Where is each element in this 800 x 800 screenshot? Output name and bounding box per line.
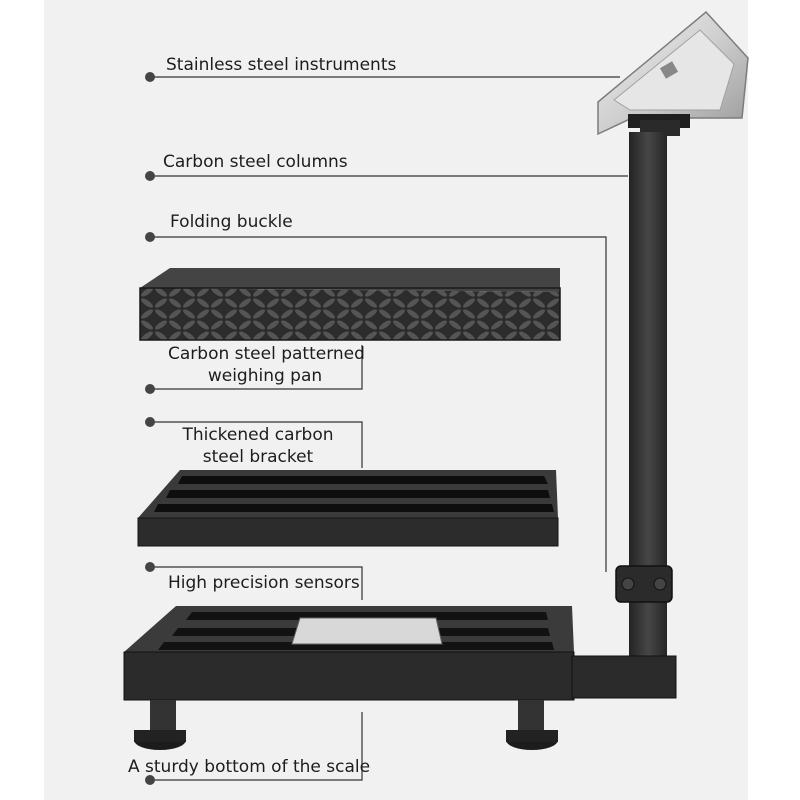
left-margin [0, 0, 44, 800]
dot-instruments [145, 72, 155, 82]
dot-columns [145, 171, 155, 181]
leader-buckle [150, 236, 607, 572]
label-buckle: Folding buckle [170, 212, 293, 232]
leader-bottom [150, 712, 363, 781]
label-bottom: A sturdy bottom of the scale [128, 757, 371, 777]
label-bracket-line1: Thickened carbon [182, 425, 334, 445]
label-pan-line2: weighing pan [207, 366, 323, 386]
label-pan: Carbon steel patterned weighing pan [168, 343, 365, 387]
dot-pan [145, 384, 155, 394]
dot-bottom [145, 775, 155, 785]
leader-dots [145, 72, 155, 785]
label-bracket: Thickened carbon steel bracket [168, 424, 348, 468]
instrument-head [597, 10, 749, 136]
leader-sensors [150, 566, 363, 600]
dot-bracket [145, 417, 155, 427]
leader-bracket [150, 421, 363, 468]
right-margin [748, 0, 800, 800]
weighing-pan [139, 268, 561, 341]
support-column [615, 132, 673, 668]
label-columns: Carbon steel columns [163, 152, 348, 172]
dot-buckle [145, 232, 155, 242]
steel-bracket [137, 470, 559, 547]
leader-pan [150, 345, 363, 390]
dot-sensors [145, 562, 155, 572]
label-instruments: Stainless steel instruments [166, 55, 397, 75]
label-pan-line1: Carbon steel patterned [168, 344, 365, 364]
label-bracket-line2: steel bracket [202, 447, 314, 467]
label-sensors: High precision sensors [168, 573, 360, 593]
leader-lines [150, 76, 628, 781]
scale-base [123, 606, 677, 750]
